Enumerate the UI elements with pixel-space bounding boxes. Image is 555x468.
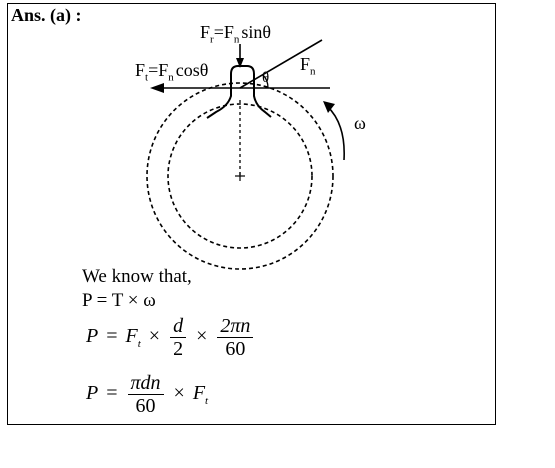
power-equation-expanded: P = Ft × d 2 × 2πn 60 bbox=[86, 315, 255, 360]
rotation-arrow bbox=[326, 105, 345, 161]
omega-label: ω bbox=[354, 113, 366, 133]
pitch-circle-outer bbox=[146, 82, 334, 270]
pidn-over-60-fraction: πdn 60 bbox=[127, 372, 164, 417]
normal-force-label: Fn bbox=[300, 54, 316, 78]
radial-force-arrowhead bbox=[236, 58, 244, 68]
derivation-intro: We know that, bbox=[82, 266, 192, 287]
angle-label: θ bbox=[262, 70, 270, 86]
rotation-arrowhead bbox=[323, 101, 335, 113]
gear-tooth bbox=[206, 65, 272, 119]
answer-label: Ans. (a) : bbox=[11, 5, 82, 25]
angle-arc bbox=[262, 74, 269, 89]
2pin-over-60-fraction: 2πn 60 bbox=[217, 315, 254, 360]
power-equation: P = T × ω bbox=[82, 290, 156, 311]
tangential-force-arrowhead bbox=[150, 83, 164, 93]
pitch-circle-inner bbox=[167, 103, 313, 249]
normal-force-line bbox=[239, 39, 323, 89]
power-equation-simplified: P = πdn 60 × Ft bbox=[86, 372, 209, 417]
answer-frame bbox=[7, 3, 496, 425]
d-over-2-fraction: d 2 bbox=[170, 315, 187, 360]
